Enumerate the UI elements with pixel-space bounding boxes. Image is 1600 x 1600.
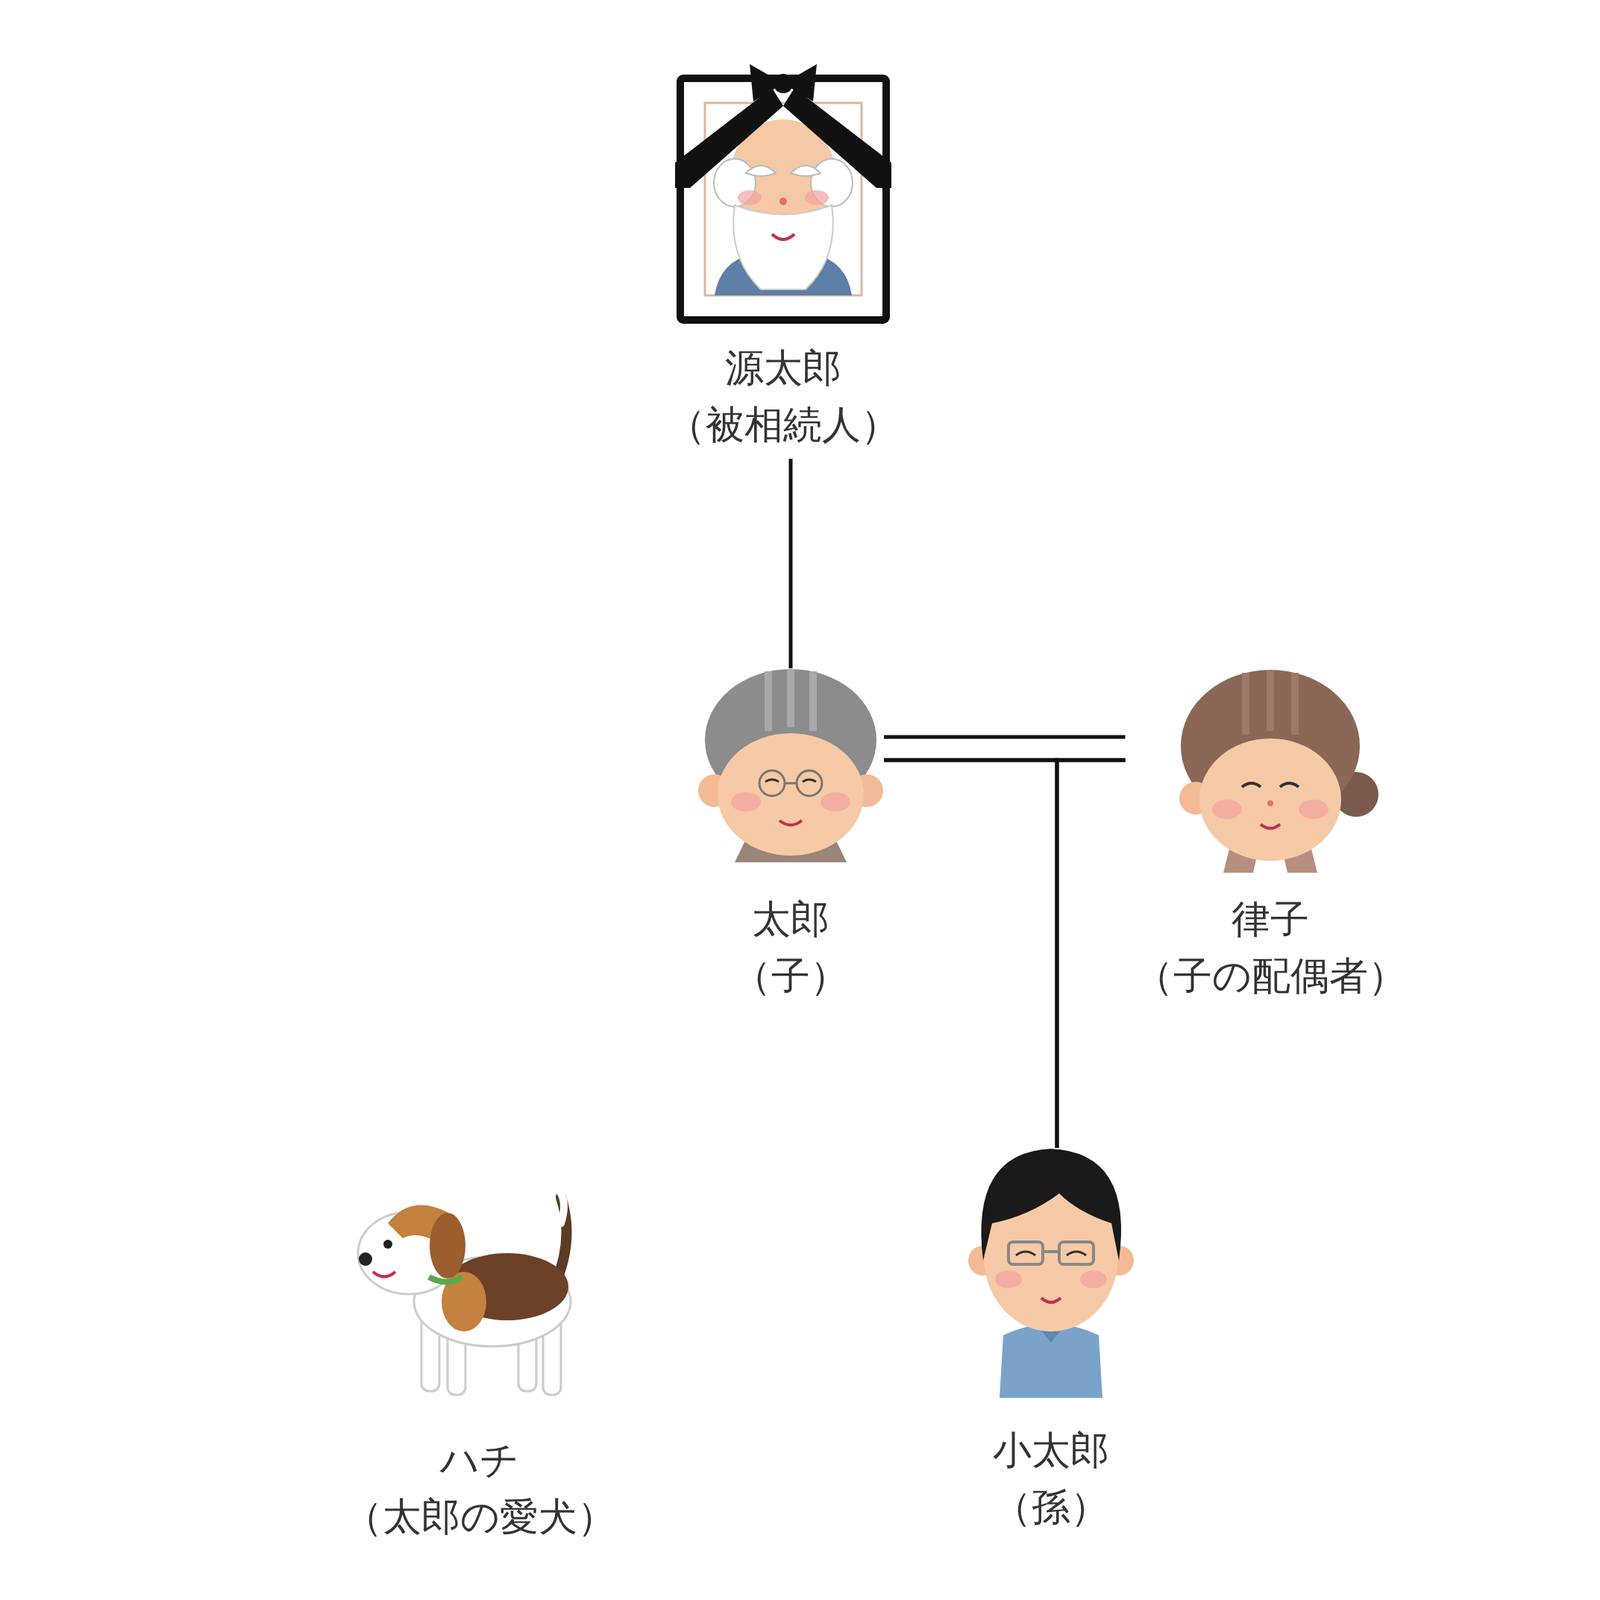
dog-figure-part	[428, 1277, 463, 1283]
grandson-figure	[968, 1148, 1134, 1398]
dog-figure-part	[560, 1193, 564, 1224]
son-figure-part	[759, 770, 785, 796]
memorial-portrait	[675, 64, 892, 320]
child-line	[883, 760, 1057, 1148]
spouse-figure-part	[1266, 670, 1275, 732]
son-figure-part	[764, 671, 773, 732]
member-label-line: 源太郎	[657, 339, 909, 397]
son-figure-part	[779, 820, 802, 825]
spouse-figure-part	[1241, 783, 1299, 787]
spouse-figure	[1179, 669, 1379, 873]
member-relation: （孫）	[992, 1478, 1110, 1536]
member-name: ハチ	[440, 1431, 520, 1489]
grandson-figure-part	[1041, 1297, 1061, 1303]
dog-figure-part	[383, 1239, 393, 1249]
member-label-line: 太郎	[697, 890, 884, 948]
memorial-portrait-part	[804, 190, 829, 206]
member-relation: （被相続人）	[666, 396, 900, 453]
member-label-line: ハチ	[334, 1431, 626, 1489]
dog-figure-part	[372, 1271, 396, 1278]
son-figure-part	[786, 669, 795, 728]
member-relation: （子の配偶者）	[1134, 947, 1407, 1005]
spouse-figure-part	[1241, 672, 1250, 735]
child-line	[1056, 760, 1126, 1148]
memorial-portrait-part	[772, 234, 795, 240]
memorial-portrait-part	[745, 165, 776, 177]
member-label-line: （太郎の愛犬）	[334, 1488, 626, 1545]
member-label-line: （子の配偶者）	[1125, 947, 1416, 1005]
member-label-line: 律子	[1125, 890, 1416, 948]
descent-line	[789, 458, 793, 669]
spouse-figure-part	[1199, 738, 1342, 861]
dog-figure	[358, 1193, 571, 1395]
memorial-portrait-part	[737, 190, 762, 206]
son-figure	[698, 669, 884, 863]
son-figure-part	[796, 770, 823, 796]
memorial-portrait-part	[675, 88, 784, 188]
family-member: 太郎（子）	[697, 668, 884, 1010]
grandson-figure-part	[1059, 1241, 1094, 1265]
member-label-line: （子）	[697, 947, 884, 1005]
family-member: 律子（子の配偶者）	[1125, 668, 1416, 1010]
member-relation: （太郎の愛犬）	[343, 1488, 617, 1545]
memorial-portrait-part	[790, 165, 821, 177]
son-figure-part	[765, 779, 817, 782]
member-name: 源太郎	[725, 339, 842, 397]
spouse-figure-part	[1291, 672, 1299, 735]
member-label-line: （孫）	[976, 1478, 1126, 1536]
son-figure-part	[820, 792, 851, 812]
grandson-figure-part	[1080, 1270, 1107, 1289]
memorial-portrait-part	[783, 88, 892, 188]
spouse-figure-part	[1267, 800, 1274, 807]
memorial-portrait-part	[773, 73, 793, 94]
memorial-portrait-part	[680, 78, 887, 320]
member-name: 太郎	[751, 890, 830, 948]
dog-figure-part	[429, 1212, 466, 1279]
member-name: 小太郎	[992, 1421, 1110, 1479]
spouse-figure-part	[1260, 824, 1280, 829]
member-name: 律子	[1231, 890, 1310, 948]
grandson-figure-part	[999, 1324, 1103, 1398]
dog-figure-part	[358, 1252, 373, 1266]
grandson-figure-part	[1042, 1250, 1060, 1254]
memorial-portrait-part	[733, 205, 834, 290]
son-figure-part	[809, 671, 817, 732]
memorial-portrait-part	[779, 197, 787, 206]
grandson-figure-part	[1008, 1241, 1043, 1265]
family-member: 源太郎（被相続人）	[657, 76, 909, 459]
grandson-figure-part	[995, 1270, 1022, 1289]
member-label-line: 小太郎	[976, 1421, 1126, 1479]
son-figure-part	[731, 792, 761, 812]
grandson-figure-part	[980, 1148, 1122, 1261]
son-figure-part	[717, 733, 864, 856]
marriage-line	[883, 736, 1126, 761]
member-label-line: （被相続人）	[657, 396, 909, 453]
grandson-figure-part	[1015, 1251, 1087, 1256]
family-member: 小太郎（孫）	[976, 1147, 1126, 1542]
family-member: ハチ（太郎の愛犬）	[334, 1188, 626, 1551]
member-relation: （子）	[732, 947, 849, 1005]
spouse-figure-part	[1212, 799, 1242, 820]
spouse-figure-part	[1298, 799, 1329, 820]
son-figure-part	[784, 782, 797, 785]
